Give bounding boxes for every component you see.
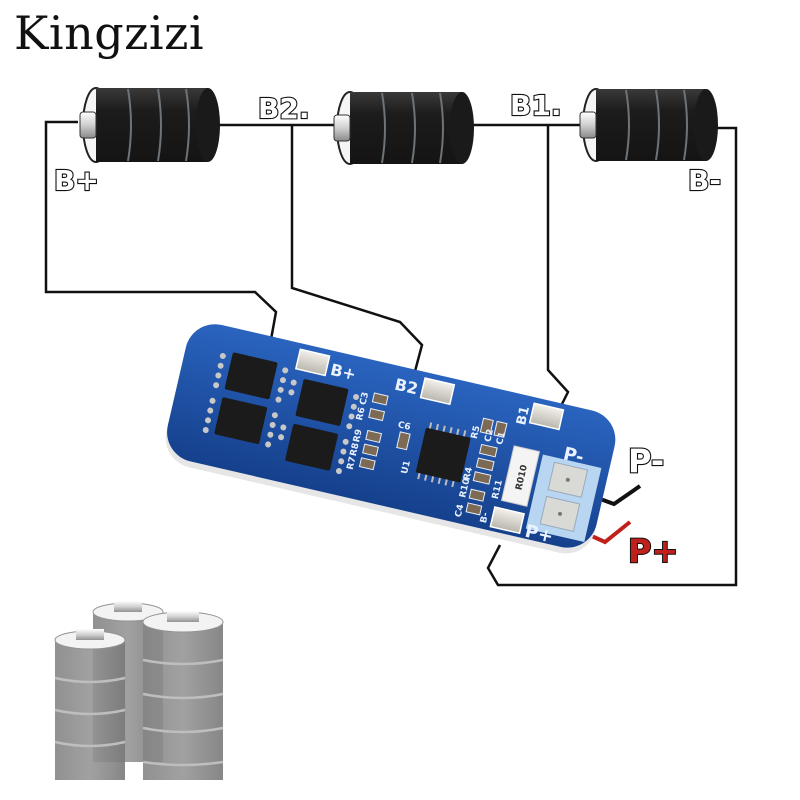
- battery-cell-2: [333, 91, 474, 165]
- pad-b-minus: [489, 506, 525, 535]
- label-b-plus: B+: [54, 164, 99, 197]
- wire-b-minus: [486, 126, 738, 587]
- label-b-minus: B-: [688, 164, 721, 197]
- wires: [44, 120, 738, 587]
- silk-p-minus: P-: [561, 443, 586, 468]
- label-p-minus: P-: [628, 442, 664, 480]
- silk-c1: C1: [495, 431, 508, 446]
- brand-logo: Kingzizi: [14, 6, 205, 60]
- silk-r9: R9: [352, 428, 365, 443]
- wire-b2-drop: [290, 125, 424, 391]
- shunt-resistor: [500, 445, 541, 507]
- silk-c2: C2: [483, 428, 496, 443]
- silk-u1: U1: [400, 460, 413, 475]
- silk-c6: C6: [397, 420, 412, 433]
- silk-r10: R10: [458, 478, 472, 499]
- controller-ic: [416, 427, 471, 483]
- pad-b2: [419, 377, 456, 406]
- silk-b1: B1: [514, 405, 533, 427]
- label-b1: B1.: [510, 89, 561, 122]
- silk-c4: C4: [454, 503, 467, 518]
- pad-b1: [528, 402, 565, 431]
- silk-r8: R8: [349, 442, 362, 457]
- silk-r4: R4: [462, 466, 475, 481]
- silk-r6: R6: [355, 406, 368, 421]
- label-b2: B2.: [258, 92, 309, 125]
- battery-cluster-illustration: [54, 601, 224, 780]
- silk-c3: C3: [359, 391, 372, 406]
- bms-pcb: R010 B+ B2 B1 P- P+ B- C3 R6 R9 R8 R7 C6…: [165, 324, 616, 554]
- silk-b2: B2: [393, 375, 420, 399]
- wire-b-plus: [44, 120, 278, 346]
- wire-b1-drop: [546, 125, 570, 433]
- battery-cell-1: [79, 87, 220, 163]
- label-p-plus: P+: [628, 532, 678, 570]
- silk-r7: R7: [346, 456, 359, 471]
- battery-cell-3: [579, 88, 718, 162]
- silk-b-minus: B-: [479, 511, 491, 524]
- silk-r5: R5: [470, 425, 483, 440]
- mosfet-array: [214, 352, 349, 471]
- silk-r11: R11: [491, 479, 505, 500]
- pad-b-plus: [294, 348, 331, 377]
